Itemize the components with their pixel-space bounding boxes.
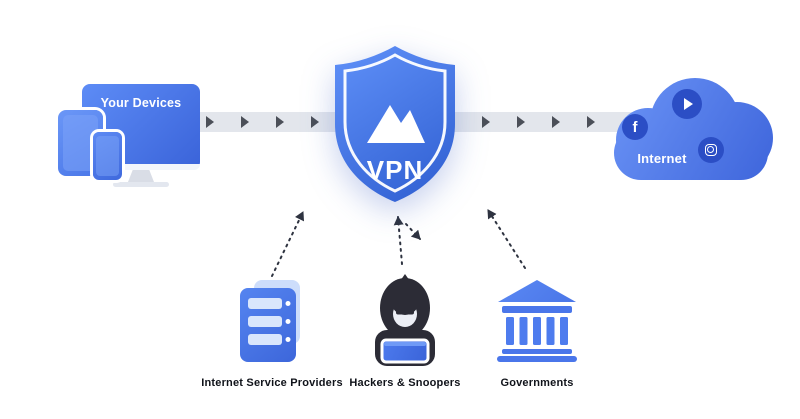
dotted-arrow-hacker: [393, 216, 404, 265]
vpn-label: VPN: [367, 155, 423, 185]
facebook-glyph: f: [632, 118, 638, 136]
mountain-icon: [367, 105, 425, 143]
column: [533, 317, 541, 345]
monitor-stand: [128, 170, 154, 182]
server-slot: [248, 334, 282, 345]
arrow-chevron-icon: [241, 116, 249, 128]
server-led: [285, 337, 291, 342]
arrow-chevron-icon: [587, 116, 595, 128]
threat-label-isp: Internet Service Providers: [201, 377, 343, 389]
your-devices-label: Your Devices: [100, 96, 182, 110]
dotted-arrow-deflect: [405, 223, 421, 240]
arrow-chevron-icon: [206, 116, 214, 128]
column: [506, 317, 514, 345]
shield-inner-outline: [343, 53, 447, 193]
pediment: [498, 280, 576, 302]
base-step: [497, 356, 577, 362]
vpn-shield-icon: VPN: [335, 46, 455, 202]
dotted-arrow-isp: [271, 211, 305, 277]
internet-label: Internet: [637, 151, 687, 166]
facebook-icon: f: [622, 114, 648, 140]
blocked-arrows: [271, 209, 526, 277]
phone-screen: [96, 136, 119, 176]
hood-shadow: [391, 287, 419, 315]
monitor-bezel: [82, 164, 200, 170]
phone-icon: [93, 132, 122, 180]
tablet-icon: [58, 110, 103, 176]
architrave: [502, 306, 572, 313]
server-slot: [248, 298, 282, 309]
cloud-base: [614, 126, 768, 180]
server-led: [285, 301, 291, 306]
arrow-chevron-icon: [517, 116, 525, 128]
arrow-chevron-icon: [276, 116, 284, 128]
hacker-glasses: [396, 310, 414, 315]
threat-label-hackers: Hackers & Snoopers: [349, 377, 461, 389]
play-glyph: [684, 98, 693, 110]
youtube-icon: [672, 89, 702, 119]
camera-glyph: [705, 144, 717, 156]
arrow-chevron-icon: [552, 116, 560, 128]
stylobate: [502, 349, 572, 354]
isp-server-icon: [240, 280, 300, 362]
internet-cloud: f Internet: [600, 78, 780, 183]
arrow-chevron-icon: [311, 116, 319, 128]
laptop-edge: [384, 342, 426, 346]
traffic-chevrons-left: [206, 116, 319, 128]
hacker-icon: [375, 274, 435, 366]
dotted-arrow-government: [487, 209, 526, 269]
threat-label-governments: Governments: [500, 377, 574, 389]
arrow-chevron-icon: [482, 116, 490, 128]
traffic-chevrons-right: [482, 116, 595, 128]
tablet-screen: [63, 115, 98, 171]
government-building-icon: [497, 280, 577, 362]
server-slot: [248, 316, 282, 327]
server-led: [285, 319, 291, 324]
column: [560, 317, 568, 345]
instagram-icon: [698, 137, 724, 163]
column: [519, 317, 528, 345]
monitor-base: [113, 182, 169, 187]
column: [546, 317, 555, 345]
